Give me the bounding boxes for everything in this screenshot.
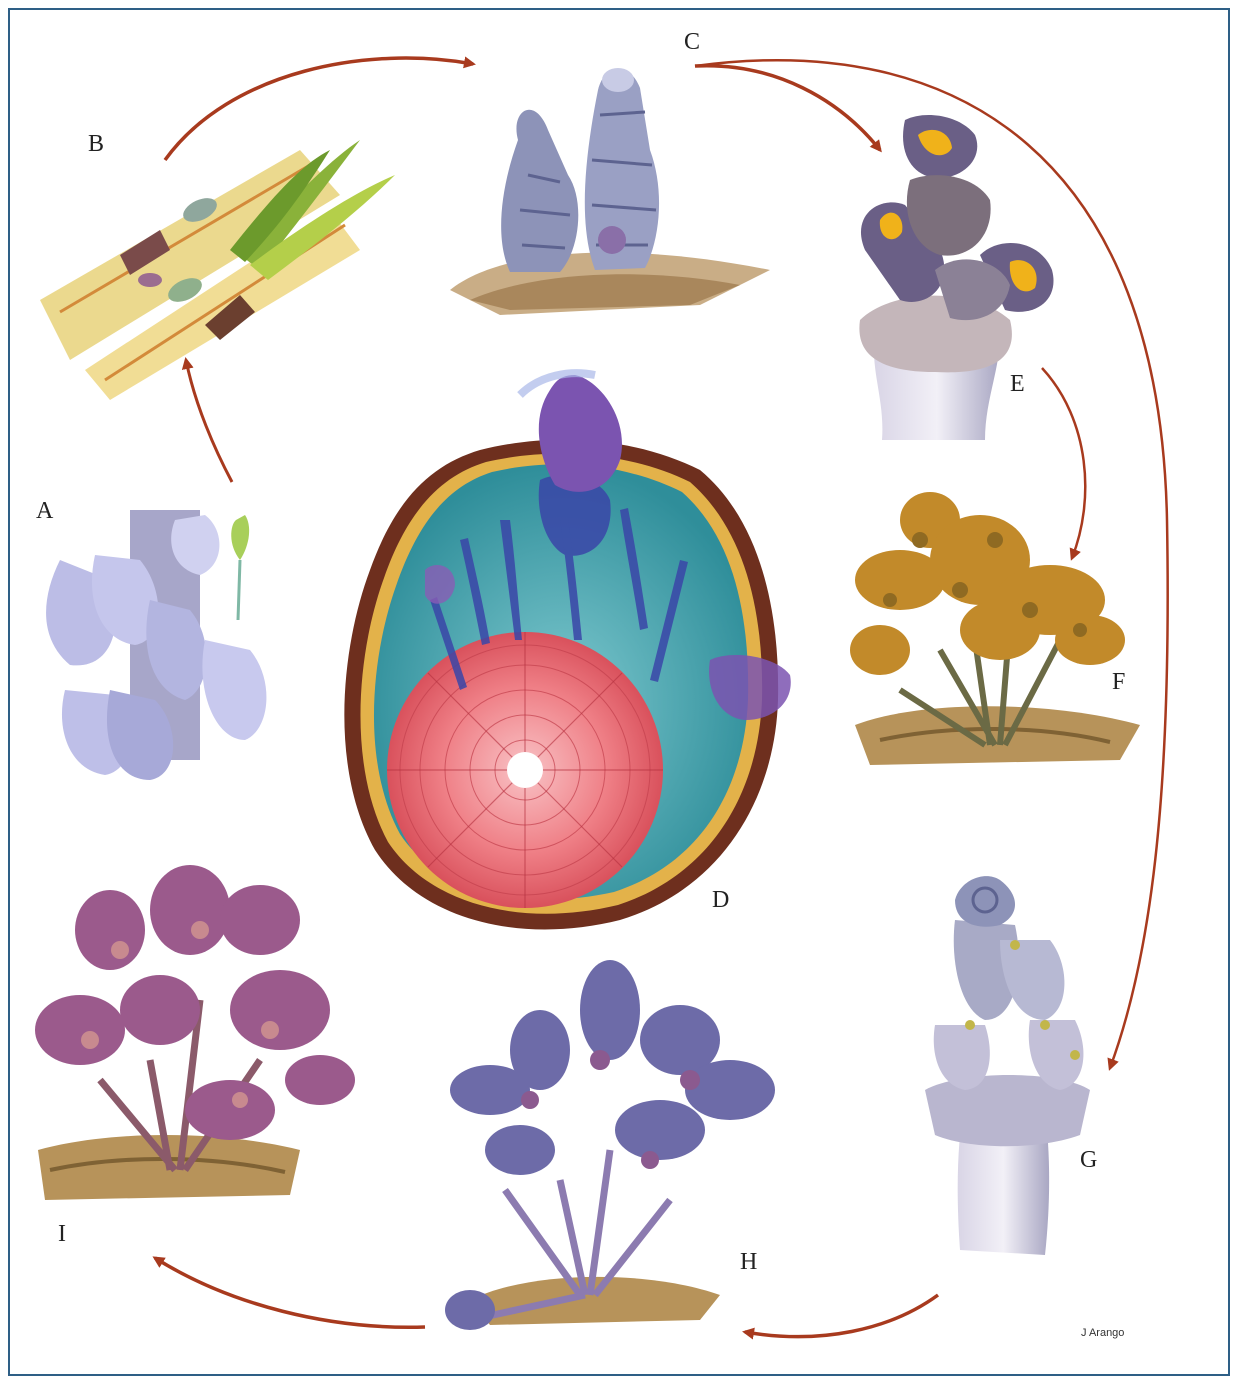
arrow-e-to-f [1042,368,1085,558]
arrow-g-to-h [745,1295,938,1337]
arrow-a-to-b [186,360,232,482]
label-h: H [740,1250,757,1274]
label-g: G [1080,1148,1097,1172]
arrow-c-to-e [695,66,880,150]
female-plant-icon [445,960,775,1330]
seed-cluster-icon [46,510,266,780]
label-c: C [684,30,700,54]
young-cone-icon [450,68,770,315]
seeding-plant-icon [35,865,355,1200]
stem-cross-section-icon [344,373,790,929]
label-b: B [88,132,104,156]
artist-signature: J Arango [1081,1327,1124,1339]
ovulate-cone-icon [925,876,1090,1255]
label-f: F [1112,670,1125,694]
germinating-stem-icon [40,140,395,400]
label-e: E [1010,372,1025,396]
arrow-h-to-i [155,1258,425,1327]
label-i: I [58,1222,66,1246]
arrow-b-to-c [165,58,473,160]
male-plant-icon [850,492,1140,765]
label-d: D [712,888,729,912]
label-a: A [36,499,53,523]
